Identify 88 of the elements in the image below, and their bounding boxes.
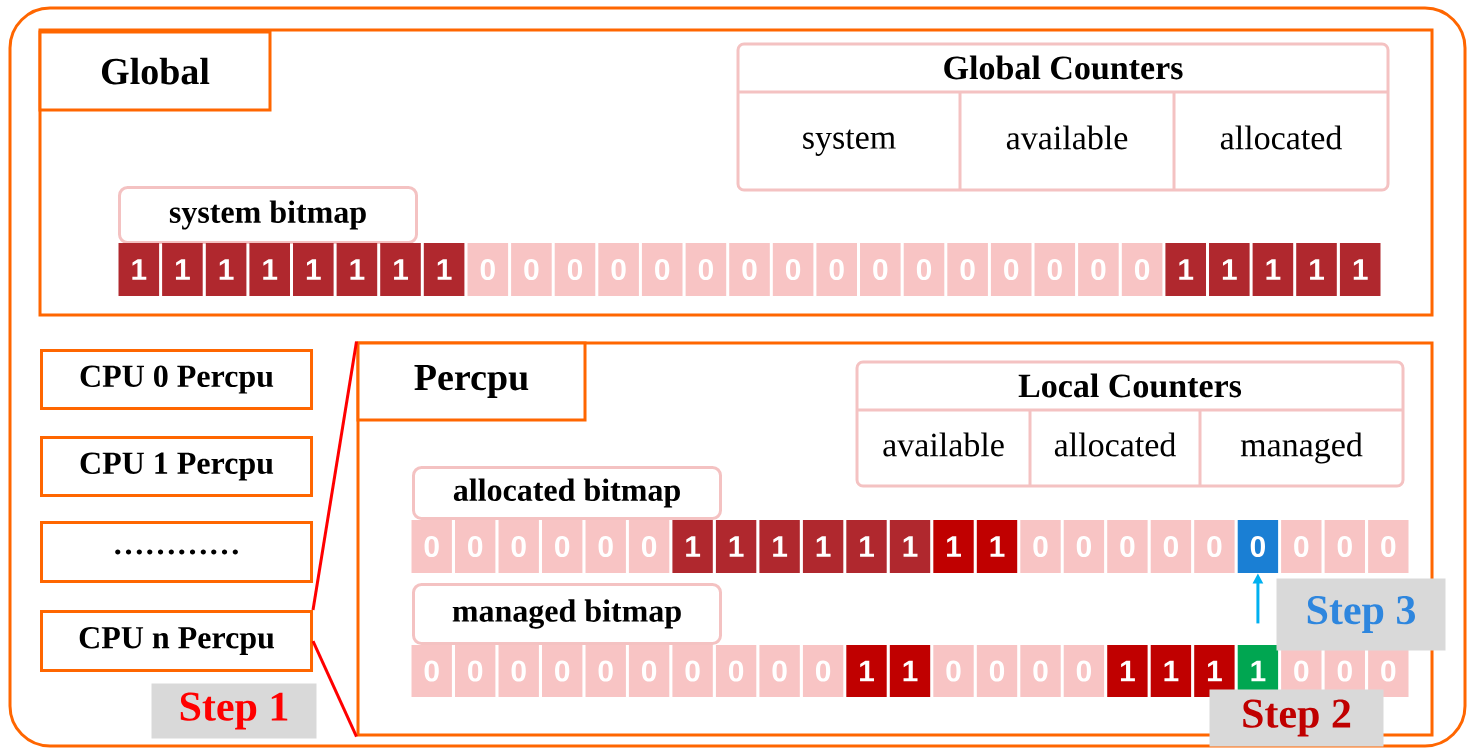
bit-cell: 0 bbox=[933, 645, 974, 697]
bit-cell: 1 bbox=[715, 520, 757, 573]
bit-cell: 0 bbox=[1107, 520, 1148, 573]
bit-cell: 0 bbox=[685, 243, 727, 296]
bitmap-tab: managed bitmap bbox=[412, 583, 722, 645]
bit-cell: 1 bbox=[1194, 645, 1235, 697]
bit-cell: 1 bbox=[846, 520, 887, 573]
bit-cell: 1 bbox=[1296, 243, 1337, 296]
cpu-box: ………… bbox=[40, 521, 313, 583]
bit-cell: 0 bbox=[585, 645, 626, 697]
bit-cell: 1 bbox=[1252, 243, 1294, 296]
cpu-box: CPU n Percpu bbox=[40, 610, 313, 672]
table-cell: available bbox=[958, 92, 1128, 190]
bit-cell: 1 bbox=[380, 243, 421, 296]
bit-cell: 0 bbox=[1324, 520, 1365, 573]
bit-cell: 0 bbox=[455, 645, 496, 697]
bit-cell: 0 bbox=[947, 243, 988, 296]
bit-cell: 0 bbox=[1063, 520, 1105, 573]
bit-cell: 1 bbox=[1209, 243, 1250, 296]
table-cell: system bbox=[803, 129, 896, 156]
bit-cell: 1 bbox=[249, 243, 290, 296]
table-cell: available bbox=[883, 432, 1004, 457]
cpu-box: CPU 1 Percpu bbox=[40, 436, 313, 497]
bit-cell: 1 bbox=[293, 243, 334, 296]
bit-cell: 0 bbox=[467, 243, 509, 296]
bit-cell: 1 bbox=[205, 243, 247, 296]
bit-cell: 0 bbox=[715, 645, 757, 697]
bit-cell: 0 bbox=[816, 243, 857, 296]
bit-cell: 0 bbox=[860, 243, 901, 296]
bit-cell: 0 bbox=[585, 520, 626, 573]
bit-cell: 0 bbox=[1121, 243, 1163, 296]
step-label: Step 3 bbox=[1276, 578, 1446, 651]
bit-cell: 0 bbox=[641, 243, 683, 296]
bit-cell: 0 bbox=[759, 645, 800, 697]
zoom-line bbox=[311, 341, 358, 611]
bit-cell: 0 bbox=[411, 520, 452, 573]
bit-cell: 0 bbox=[598, 243, 639, 296]
table-cell: managed bbox=[1198, 410, 1363, 486]
bit-cell: 1 bbox=[889, 520, 931, 573]
bit-cell: 1 bbox=[889, 645, 931, 697]
cpu-box: CPU 0 Percpu bbox=[40, 349, 313, 410]
bit-cell: 0 bbox=[1034, 243, 1076, 296]
bit-cell: 0 bbox=[729, 243, 770, 296]
bit-cell: 1 bbox=[672, 520, 713, 573]
bit-cell: 0 bbox=[511, 243, 552, 296]
bit-cell: 0 bbox=[1237, 520, 1279, 573]
bit-cell: 0 bbox=[672, 645, 713, 697]
bit-cell: 1 bbox=[846, 645, 887, 697]
bit-cell: 1 bbox=[802, 520, 844, 573]
bit-cell: 0 bbox=[990, 243, 1032, 296]
bit-cell: 0 bbox=[1063, 645, 1105, 697]
bit-cell: 1 bbox=[118, 243, 160, 296]
bit-cell: 0 bbox=[542, 520, 583, 573]
bit-cell: 1 bbox=[162, 243, 203, 296]
bit-cell: 0 bbox=[455, 520, 496, 573]
step-label: Step 2 bbox=[1209, 689, 1384, 747]
bit-cell: 1 bbox=[759, 520, 800, 573]
bit-cell: 0 bbox=[628, 520, 670, 573]
bit-cell: 1 bbox=[933, 520, 974, 573]
bit-cell: 1 bbox=[976, 520, 1018, 573]
bit-cell: 0 bbox=[1281, 520, 1322, 573]
bit-cell: 0 bbox=[411, 645, 452, 697]
bit-cell: 0 bbox=[772, 243, 814, 296]
bit-cell: 0 bbox=[542, 645, 583, 697]
bit-cell: 0 bbox=[498, 645, 539, 697]
bit-cell: 1 bbox=[336, 243, 378, 296]
table-cell: allocated bbox=[1172, 92, 1342, 190]
bit-cell: 0 bbox=[976, 645, 1018, 697]
bit-cell: 1 bbox=[423, 243, 465, 296]
bit-cell: 1 bbox=[1339, 243, 1381, 296]
bitmap-tab: system bitmap bbox=[118, 186, 418, 244]
bit-cell: 0 bbox=[1368, 520, 1409, 573]
bit-cell: 0 bbox=[628, 645, 670, 697]
bit-cell: 1 bbox=[1150, 645, 1192, 697]
bit-cell: 0 bbox=[1078, 243, 1119, 296]
bit-cell: 0 bbox=[498, 520, 539, 573]
bit-cell: 0 bbox=[903, 243, 945, 296]
bit-cell: 0 bbox=[554, 243, 596, 296]
bit-cell: 1 bbox=[1165, 243, 1206, 296]
bit-cell: 0 bbox=[1020, 520, 1061, 573]
bit-cell: 0 bbox=[1194, 520, 1235, 573]
bit-cell: 0 bbox=[1020, 645, 1061, 697]
bit-cell: 0 bbox=[1150, 520, 1192, 573]
bit-cell: 1 bbox=[1107, 645, 1148, 697]
step-label: Step 1 bbox=[151, 683, 317, 739]
bit-cell: 0 bbox=[802, 645, 844, 697]
bitmap-tab: allocated bitmap bbox=[412, 466, 722, 520]
table-cell: allocated bbox=[1028, 410, 1176, 486]
